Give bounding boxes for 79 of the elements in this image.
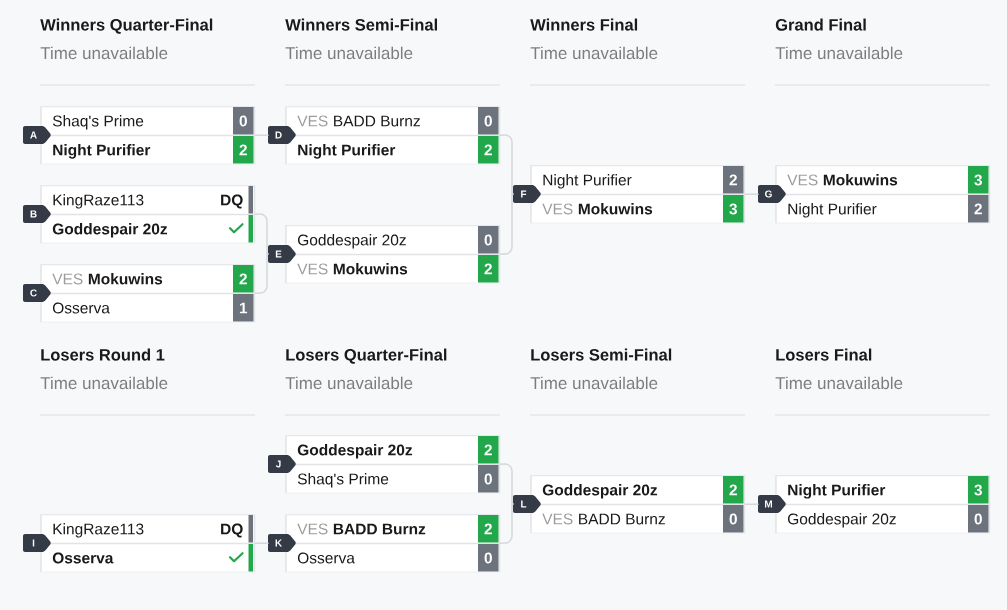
player-name: Mokuwins bbox=[333, 263, 408, 275]
round-heading: Winners Semi-Final bbox=[285, 18, 437, 31]
team-tag: VES bbox=[297, 263, 328, 275]
connector-line bbox=[499, 503, 514, 544]
score-box: 0 bbox=[478, 465, 499, 493]
player-name: Mokuwins bbox=[88, 273, 163, 285]
score-box: 0 bbox=[723, 505, 744, 533]
connector-line bbox=[254, 542, 269, 544]
round-heading: Losers Round 1 bbox=[41, 348, 165, 361]
round-heading: Losers Quarter-Final bbox=[286, 348, 447, 364]
score-box: 0 bbox=[968, 505, 989, 533]
result-text: DQ bbox=[221, 194, 243, 209]
time-note: Time unavailable bbox=[775, 46, 903, 60]
player-name: Osserva bbox=[297, 552, 355, 564]
player-name: Night Purifier bbox=[788, 484, 886, 499]
round-heading: Winners Quarter-Final bbox=[40, 18, 213, 34]
player-name: Goddespair 20z bbox=[298, 234, 406, 249]
player-name: Mokuwins bbox=[578, 203, 653, 215]
score-box: 2 bbox=[233, 265, 254, 293]
time-note: Time unavailable bbox=[285, 46, 413, 60]
team-tag: VES bbox=[297, 115, 328, 127]
player-name: Goddespair 20z bbox=[542, 484, 658, 499]
team-tag: VES bbox=[52, 273, 83, 285]
time-note: Time unavailable bbox=[285, 376, 413, 390]
team-tag: VES bbox=[542, 513, 573, 525]
connector-line bbox=[254, 134, 269, 136]
team-tag: VES bbox=[297, 523, 328, 535]
score-box: 2 bbox=[968, 195, 989, 223]
connector-line bbox=[254, 253, 269, 294]
player-name: Shaq's Prime bbox=[52, 115, 144, 130]
round-heading: Losers Semi-Final bbox=[531, 348, 672, 361]
time-note: Time unavailable bbox=[530, 46, 658, 60]
player-name: BADD Burnz bbox=[333, 523, 426, 535]
player-name: Goddespair 20z bbox=[788, 513, 896, 528]
score-box: 2 bbox=[478, 436, 499, 464]
score-box: 3 bbox=[968, 166, 989, 194]
round-heading: Losers Final bbox=[776, 348, 872, 361]
player-name: Night Purifier bbox=[788, 203, 877, 218]
connector-line bbox=[499, 193, 514, 255]
player-name: BADD Burnz bbox=[334, 115, 420, 127]
score-box: 3 bbox=[723, 195, 744, 223]
player-name: KingRaze113 bbox=[53, 523, 144, 538]
score-box: 0 bbox=[478, 107, 499, 135]
connector-line bbox=[744, 193, 759, 195]
player-name: BADD Burnz bbox=[579, 513, 665, 525]
connector-line bbox=[254, 213, 269, 255]
player-name: Night Purifier bbox=[53, 144, 151, 159]
player-name: Night Purifier bbox=[298, 144, 396, 159]
score-box: 1 bbox=[233, 294, 254, 322]
team-tag: VES bbox=[787, 174, 818, 186]
player-name: KingRaze113 bbox=[53, 194, 144, 209]
connector-line bbox=[744, 503, 759, 505]
score-box: 2 bbox=[478, 255, 499, 283]
player-name: Mokuwins bbox=[823, 174, 898, 186]
player-name: Osserva bbox=[52, 552, 114, 564]
player-name: Shaq's Prime bbox=[297, 473, 389, 488]
score-box: 3 bbox=[968, 476, 989, 504]
time-note: Time unavailable bbox=[775, 376, 903, 390]
time-note: Time unavailable bbox=[40, 46, 168, 60]
connector-line bbox=[499, 463, 514, 505]
score-box: 0 bbox=[233, 107, 254, 135]
round-heading: Grand Final bbox=[775, 18, 866, 31]
score-box: 2 bbox=[478, 515, 499, 543]
time-note: Time unavailable bbox=[40, 376, 168, 390]
score-box: 2 bbox=[233, 136, 254, 164]
player-name: Goddespair 20z bbox=[297, 444, 413, 459]
team-tag: VES bbox=[542, 203, 573, 215]
score-box: 0 bbox=[478, 544, 499, 572]
player-name: Night Purifier bbox=[543, 174, 632, 189]
connector-line bbox=[499, 134, 514, 195]
score-box: 2 bbox=[478, 136, 499, 164]
player-name: Goddespair 20z bbox=[52, 223, 168, 238]
score-box: 2 bbox=[723, 166, 744, 194]
score-box: 0 bbox=[478, 226, 499, 254]
player-name: Osserva bbox=[52, 302, 110, 314]
score-box: 2 bbox=[723, 476, 744, 504]
time-note: Time unavailable bbox=[530, 376, 658, 390]
result-text: DQ bbox=[221, 523, 243, 538]
round-heading: Winners Final bbox=[530, 18, 638, 31]
